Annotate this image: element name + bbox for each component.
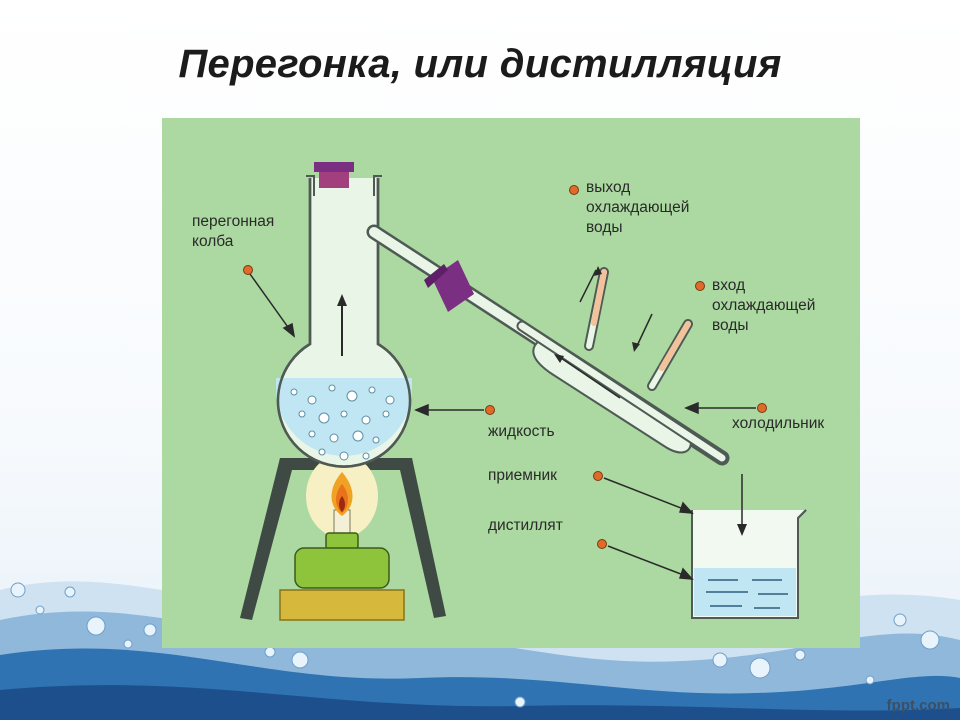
label-receiver: приемник <box>488 467 557 484</box>
condenser <box>516 266 728 464</box>
label-coolant-in: вход охлаждающей воды <box>712 277 816 334</box>
apparatus-drawing <box>240 162 807 621</box>
label-condenser: холодильник <box>732 415 825 432</box>
receiver-beaker <box>691 474 807 619</box>
distillation-diagram: перегонная колба выход охлаждающей воды … <box>162 118 860 648</box>
flame <box>331 472 353 516</box>
distillation-flask <box>276 162 412 468</box>
condenser-stopper <box>424 260 474 312</box>
watermark-text: fppt.com <box>886 697 950 714</box>
flask-stopper <box>314 162 354 172</box>
spirit-lamp <box>294 509 390 589</box>
label-coolant-out: выход охлаждающей воды <box>586 179 690 236</box>
label-distillate: дистиллят <box>488 517 563 534</box>
label-pointers <box>243 185 767 580</box>
coolant-outlet-nozzle <box>584 267 609 351</box>
wooden-base <box>279 589 405 621</box>
tripod-stand <box>240 458 446 620</box>
coolant-inlet-nozzle <box>647 319 693 391</box>
label-liquid: жидкость <box>488 423 555 440</box>
label-flask: перегонная колба <box>192 213 275 250</box>
slide-title: Перегонка, или дистилляция <box>178 42 782 86</box>
